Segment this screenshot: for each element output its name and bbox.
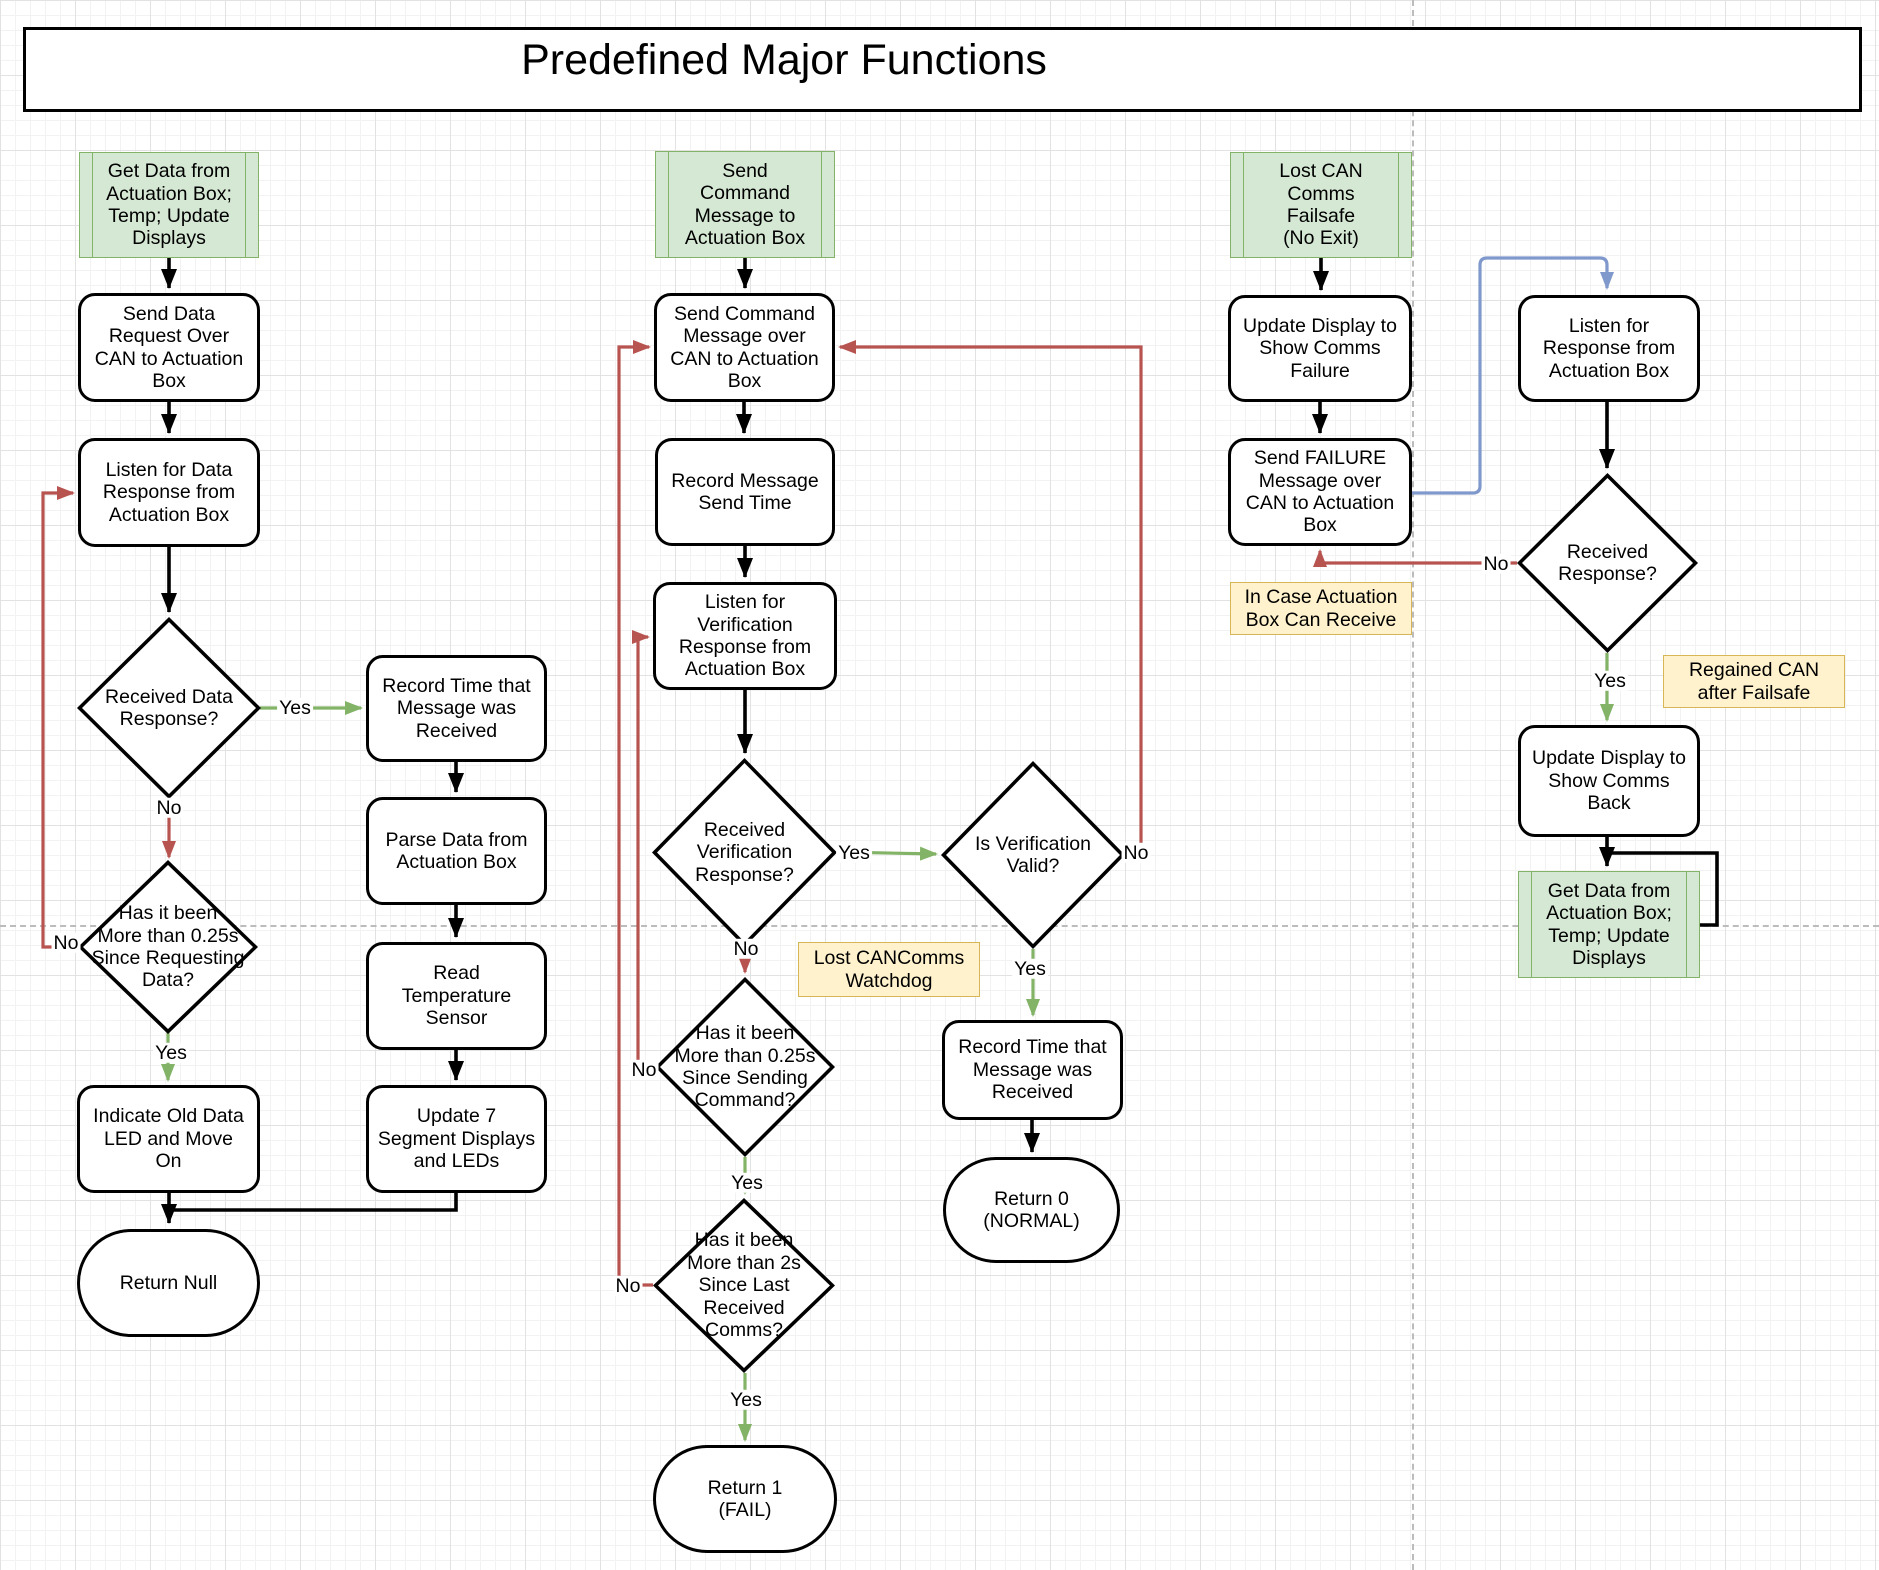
node-received-response[interactable]: Received Response? bbox=[1517, 473, 1698, 653]
node-record-time-received-mid[interactable]: Record Time that Message was Received bbox=[942, 1020, 1123, 1120]
node-label-get-data-start: Get Data from Actuation Box; Temp; Updat… bbox=[106, 160, 232, 250]
node-update-7-segment[interactable]: Update 7 Segment Displays and LEDs bbox=[366, 1085, 547, 1193]
decision-shape-fill bbox=[660, 982, 830, 1152]
edge-label-no-2s-comms: No bbox=[613, 1274, 643, 1297]
node-label-update-7-segment: Update 7 Segment Displays and LEDs bbox=[377, 1105, 536, 1173]
node-send-failure-message[interactable]: Send FAILURE Message over CAN to Actuati… bbox=[1228, 438, 1412, 546]
node-get-data-loop[interactable]: Get Data from Actuation Box; Temp; Updat… bbox=[1518, 871, 1700, 978]
node-label-lost-can-failsafe-start: Lost CAN Comms Failsafe (No Exit) bbox=[1279, 160, 1363, 250]
node-label-note-watchdog: Lost CANComms Watchdog bbox=[813, 947, 965, 992]
node-send-data-request[interactable]: Send Data Request Over CAN to Actuation … bbox=[78, 293, 260, 402]
decision-shape-fill bbox=[83, 865, 253, 1029]
node-is-verification-valid[interactable]: Is Verification Valid? bbox=[941, 761, 1125, 949]
node-parse-data[interactable]: Parse Data from Actuation Box bbox=[366, 797, 547, 905]
node-received-data-response[interactable]: Received Data Response? bbox=[77, 617, 261, 799]
node-lost-can-failsafe-start[interactable]: Lost CAN Comms Failsafe (No Exit) bbox=[1230, 152, 1412, 258]
node-listen-for-response[interactable]: Listen for Response from Actuation Box bbox=[1518, 295, 1700, 402]
edge-no-loop-to-listen-data[interactable] bbox=[41, 486, 78, 949]
node-label-parse-data: Parse Data from Actuation Box bbox=[385, 828, 528, 873]
node-update-display-comms-failure[interactable]: Update Display to Show Comms Failure bbox=[1228, 295, 1412, 402]
edge-label-yes-received-verification: Yes bbox=[836, 841, 872, 864]
node-label-update-display-comms-failure: Update Display to Show Comms Failure bbox=[1243, 314, 1397, 382]
node-label-send-data-request: Send Data Request Over CAN to Actuation … bbox=[94, 302, 244, 392]
node-label-record-time-received-mid: Record Time that Message was Received bbox=[958, 1036, 1107, 1104]
node-return-0-normal[interactable]: Return 0 (NORMAL) bbox=[943, 1157, 1120, 1263]
node-label-send-command-over-can: Send Command Message over CAN to Actuati… bbox=[670, 302, 819, 392]
node-label-get-data-loop: Get Data from Actuation Box; Temp; Updat… bbox=[1546, 879, 1672, 969]
node-more-than-025s-sending[interactable]: Has it been More than 0.25s Since Sendin… bbox=[655, 977, 835, 1157]
edge-label-no-received-response: No bbox=[1481, 552, 1511, 575]
node-note-regained[interactable]: Regained CAN after Failsafe bbox=[1663, 655, 1845, 708]
node-label-update-display-comms-back: Update Display to Show Comms Back bbox=[1532, 747, 1686, 815]
node-label-listen-verification-response: Listen for Verification Response from Ac… bbox=[678, 591, 812, 681]
node-label-read-temperature-sensor: Read Temperature Sensor bbox=[401, 962, 512, 1030]
edge-label-no-received-data: No bbox=[154, 796, 184, 819]
node-received-verification-response[interactable]: Received Verification Response? bbox=[652, 758, 837, 947]
node-indicate-old-data-led[interactable]: Indicate Old Data LED and Move On bbox=[77, 1085, 260, 1193]
decision-shape-fill bbox=[1522, 478, 1693, 648]
node-label-note-in-case: In Case Actuation Box Can Receive bbox=[1244, 586, 1398, 631]
node-listen-data-response[interactable]: Listen for Data Response from Actuation … bbox=[78, 438, 260, 547]
node-more-than-2s-comms[interactable]: Has it been More than 2s Since Last Rece… bbox=[653, 1198, 835, 1373]
node-label-note-regained: Regained CAN after Failsafe bbox=[1688, 659, 1820, 704]
decision-shape-fill bbox=[82, 622, 256, 794]
edge-label-yes-025s-sending: Yes bbox=[729, 1171, 765, 1194]
node-return-null[interactable]: Return Null bbox=[77, 1229, 260, 1337]
node-get-data-start[interactable]: Get Data from Actuation Box; Temp; Updat… bbox=[79, 152, 259, 258]
edge-get-data-self-loop[interactable] bbox=[1607, 851, 1719, 927]
edge-send-failure-to-listen-response[interactable] bbox=[1412, 256, 1614, 495]
edge-label-no-verification-valid: No bbox=[1121, 841, 1151, 864]
edge-label-yes-received-response: Yes bbox=[1592, 669, 1628, 692]
edge-label-yes-2s-comms: Yes bbox=[728, 1388, 764, 1411]
diagram-title: Predefined Major Functions bbox=[521, 36, 1047, 84]
node-label-listen-data-response: Listen for Data Response from Actuation … bbox=[102, 458, 236, 526]
edge-label-yes-verification-valid: Yes bbox=[1012, 957, 1048, 980]
page-divider-horizontal bbox=[0, 925, 1879, 927]
node-label-indicate-old-data-led: Indicate Old Data LED and Move On bbox=[93, 1105, 244, 1173]
node-listen-verification-response[interactable]: Listen for Verification Response from Ac… bbox=[653, 582, 837, 690]
edge-no-to-send-failure[interactable] bbox=[1313, 549, 1517, 567]
decision-shape-fill bbox=[946, 766, 1120, 944]
node-return-1-fail[interactable]: Return 1 (FAIL) bbox=[653, 1445, 837, 1553]
node-label-record-message-send-time: Record Message Send Time bbox=[671, 469, 819, 514]
node-note-in-case[interactable]: In Case Actuation Box Can Receive bbox=[1230, 582, 1412, 635]
node-label-send-command-start: Send Command Message to Actuation Box bbox=[684, 159, 806, 249]
node-label-return-1-fail: Return 1 (FAIL) bbox=[707, 1476, 783, 1521]
edge-no-loop-to-send-command[interactable] bbox=[617, 340, 653, 1287]
node-label-return-null: Return Null bbox=[119, 1271, 218, 1294]
node-send-command-over-can[interactable]: Send Command Message over CAN to Actuati… bbox=[654, 293, 835, 402]
edge-label-yes-025s-requesting: Yes bbox=[153, 1041, 189, 1064]
node-read-temperature-sensor[interactable]: Read Temperature Sensor bbox=[366, 942, 547, 1050]
node-label-record-time-received-left: Record Time that Message was Received bbox=[382, 674, 531, 742]
node-record-message-send-time[interactable]: Record Message Send Time bbox=[655, 438, 835, 546]
edge-label-no-025s-requesting: No bbox=[51, 931, 81, 954]
node-record-time-received-left[interactable]: Record Time that Message was Received bbox=[366, 655, 547, 762]
decision-shape-fill bbox=[657, 763, 832, 942]
edge-update7seg-join[interactable] bbox=[169, 1193, 458, 1212]
edge-label-no-025s-sending: No bbox=[629, 1058, 659, 1081]
node-send-command-start[interactable]: Send Command Message to Actuation Box bbox=[655, 151, 835, 258]
node-more-than-025s-requesting[interactable]: Has it been More than 0.25s Since Reques… bbox=[78, 860, 258, 1034]
node-label-return-0-normal: Return 0 (NORMAL) bbox=[983, 1187, 1080, 1232]
page-divider-vertical bbox=[1412, 0, 1414, 1570]
decision-shape-fill bbox=[658, 1203, 830, 1368]
node-label-listen-for-response: Listen for Response from Actuation Box bbox=[1542, 314, 1676, 382]
edge-label-yes-received-data: Yes bbox=[277, 696, 313, 719]
node-update-display-comms-back[interactable]: Update Display to Show Comms Back bbox=[1518, 725, 1700, 837]
node-label-send-failure-message: Send FAILURE Message over CAN to Actuati… bbox=[1245, 447, 1395, 537]
title-box[interactable] bbox=[23, 27, 1862, 112]
node-note-watchdog[interactable]: Lost CANComms Watchdog bbox=[798, 942, 980, 997]
edge-label-no-received-verification: No bbox=[731, 937, 761, 960]
